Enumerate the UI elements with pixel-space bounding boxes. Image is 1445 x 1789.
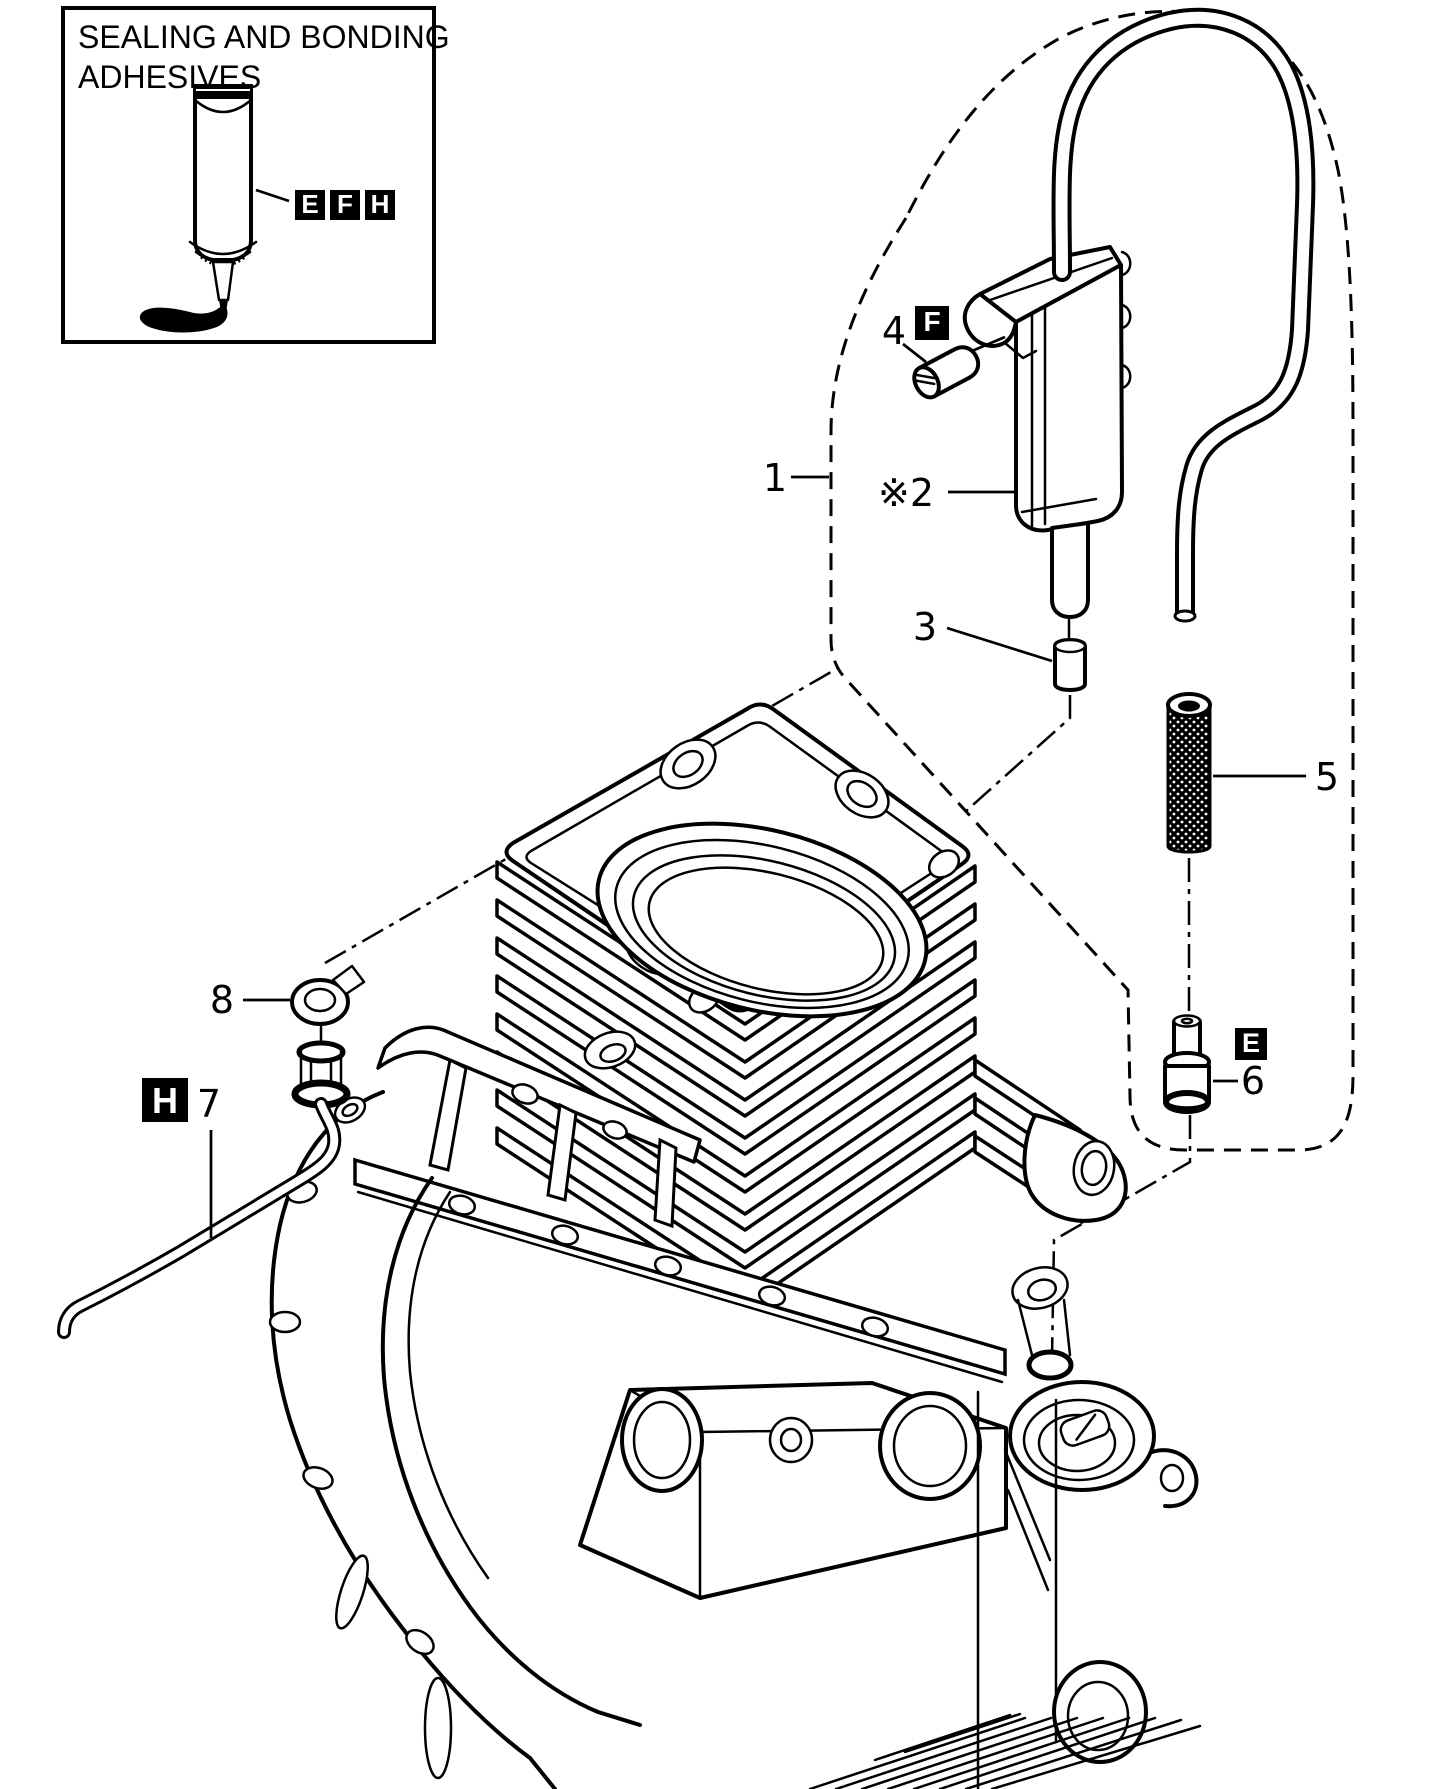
adhesive-tube-icon xyxy=(139,84,258,333)
callout-4-label: 4 xyxy=(882,309,906,353)
callout-3-leader xyxy=(946,626,1053,663)
adhesive-f-badge-letter: F xyxy=(923,306,940,337)
group-boundary-part1 xyxy=(829,9,1355,1152)
callout-labels: 1 ※2 3 4 5 6 7 8 xyxy=(197,309,1339,1126)
callout-2-label: ※2 xyxy=(878,471,934,515)
adhesive-badges: F E H xyxy=(142,306,1267,1122)
legend-e-badge xyxy=(295,190,325,220)
adhesive-e-badge xyxy=(1235,1028,1267,1060)
part-4-drawing xyxy=(912,345,981,400)
legend-e-badge-letter: E xyxy=(301,189,318,219)
adhesive-h-badge xyxy=(142,1078,188,1122)
callout-3-label: 3 xyxy=(913,605,937,649)
part-5-drawing xyxy=(1166,692,1212,854)
legend-leader xyxy=(255,188,290,203)
adhesive-f-badge xyxy=(915,306,949,340)
adhesive-bead xyxy=(139,305,228,333)
adhesives-legend-box: SEALING AND BONDING ADHESIVES E F H xyxy=(61,6,450,344)
part-6-drawing xyxy=(1163,1014,1211,1114)
muffler-drawing xyxy=(962,245,1132,619)
cylinder-drawing xyxy=(495,702,1128,1308)
legend-title-line1: SEALING AND BONDING xyxy=(78,19,450,55)
part-8-drawing xyxy=(290,964,366,1026)
callout-leaders xyxy=(209,342,1306,1238)
adhesive-h-badge-letter: H xyxy=(152,1080,178,1121)
callout-7-label: 7 xyxy=(197,1082,221,1126)
part-7-drawing xyxy=(57,1022,351,1339)
legend-h-badge-letter: H xyxy=(371,189,390,219)
exhaust-pipe-drawing xyxy=(1051,7,1316,623)
legend-code-badges: E F H xyxy=(295,189,395,220)
callout-4-leader xyxy=(902,342,927,364)
part-3-drawing xyxy=(1053,638,1087,692)
callout-5-label: 5 xyxy=(1315,755,1339,799)
callout-8-label: 8 xyxy=(210,978,234,1022)
callout-1-label: 1 xyxy=(763,456,787,500)
adhesive-e-badge-letter: E xyxy=(1242,1028,1260,1058)
part4-to-muffler-line xyxy=(971,335,1006,353)
legend-f-badge xyxy=(330,190,360,220)
legend-f-badge-letter: F xyxy=(337,189,353,219)
legend-h-badge xyxy=(365,190,395,220)
crankcase-drawing xyxy=(268,1025,1202,1789)
callout-6-label: 6 xyxy=(1241,1059,1265,1103)
